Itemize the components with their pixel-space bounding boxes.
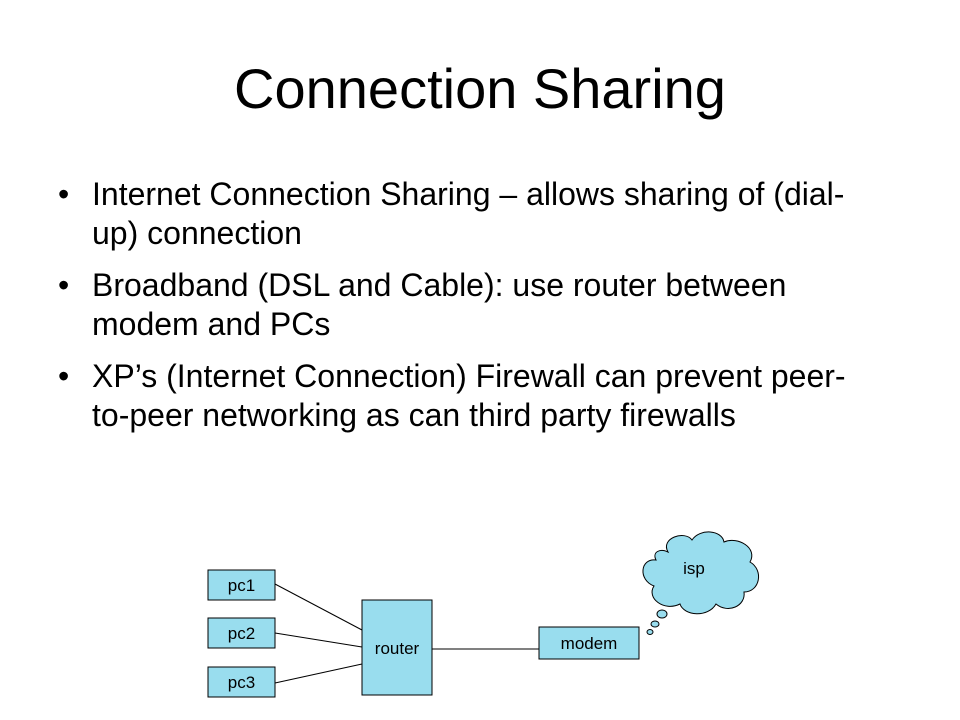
- pc2-node: pc2: [207, 617, 276, 649]
- slide-title: Connection Sharing: [234, 57, 726, 120]
- bullet-text: XP’s (Internet Connection) Firewall can …: [92, 358, 846, 433]
- modem-node: modem: [538, 626, 640, 660]
- link-pc3-router: [274, 663, 363, 684]
- pc1-label: pc1: [228, 576, 255, 595]
- bullet-list: • Internet Connection Sharing – allows s…: [52, 175, 872, 448]
- bullet-item: • Broadband (DSL and Cable): use router …: [52, 266, 872, 344]
- bullet-text: Broadband (DSL and Cable): use router be…: [92, 267, 787, 342]
- bullet-text: Internet Connection Sharing – allows sha…: [92, 176, 845, 251]
- modem-label: modem: [561, 634, 618, 653]
- isp-cloud-icon: [642, 531, 759, 635]
- isp-label: isp: [683, 559, 705, 578]
- router-node: router: [361, 599, 433, 696]
- pc1-node: pc1: [207, 569, 276, 601]
- pc2-label: pc2: [228, 624, 255, 643]
- router-label: router: [375, 639, 420, 658]
- bullet-dot-icon: •: [58, 358, 70, 394]
- pc3-node: pc3: [207, 666, 276, 698]
- link-pc2-router: [274, 632, 363, 648]
- bullet-item: • XP’s (Internet Connection) Firewall ca…: [52, 357, 872, 435]
- pc3-label: pc3: [228, 673, 255, 692]
- bullet-item: • Internet Connection Sharing – allows s…: [52, 175, 872, 253]
- link-pc1-router: [274, 583, 363, 631]
- bullet-dot-icon: •: [58, 176, 70, 212]
- bullet-dot-icon: •: [58, 267, 70, 303]
